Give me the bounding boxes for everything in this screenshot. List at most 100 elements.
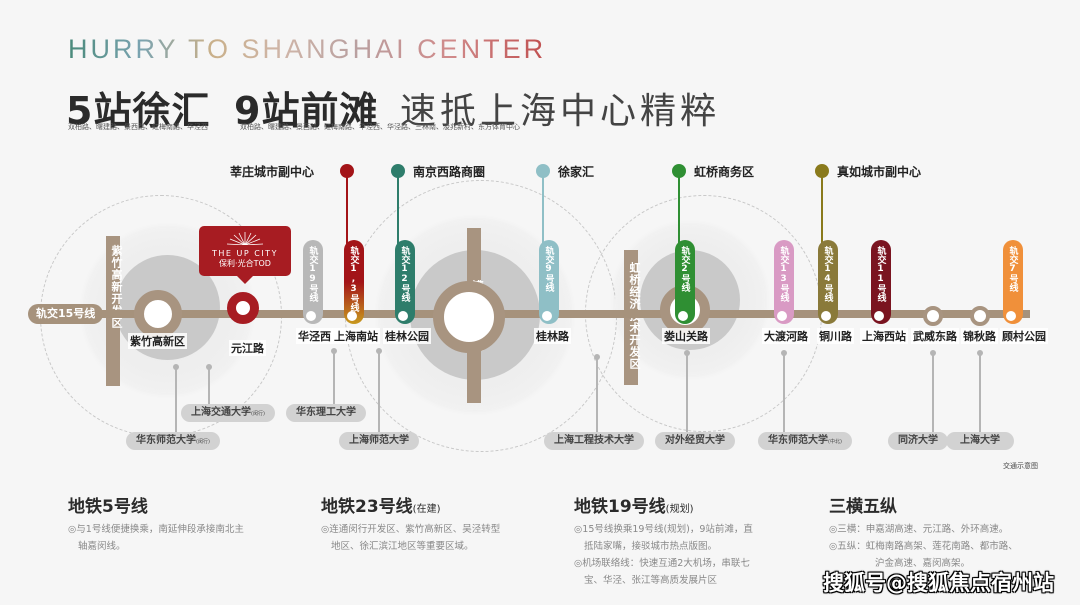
district-label-zhenru: 真如城市副中心 xyxy=(837,165,922,179)
uni-name: 上海师范大学 xyxy=(349,435,409,446)
station-guilinlu: 桂林路 xyxy=(534,328,571,344)
station-shanghaixizhan: 上海西站 xyxy=(860,328,908,344)
district-dot-hongqiao xyxy=(672,164,686,178)
line-15-track xyxy=(30,310,1030,318)
section-title-text: 地铁23号线 xyxy=(321,497,413,517)
section-line: ◎连通闵行开发区、紫竹高新区、吴泾转型 xyxy=(321,524,501,535)
uni-stem xyxy=(781,350,787,432)
section-line: ◎五纵：虹梅南路高架、莲花南路、都市路、 xyxy=(829,541,1018,552)
section-line: ◎机场联络线：快速互通2大机场，串联七 xyxy=(574,558,750,569)
hub-zizhu xyxy=(134,290,182,338)
uni-ecnu-minhang: 华东师范大学(闵行) xyxy=(126,432,220,450)
uni-stem xyxy=(376,348,382,432)
uni-sues: 上海工程技术大学 xyxy=(544,432,644,450)
station-guncungongyuan: 顾村公园 xyxy=(1000,328,1048,344)
station-marker-yuanjiang xyxy=(227,292,259,324)
logo-english: THE UP CITY xyxy=(212,249,278,258)
pill-label: 轨交19号线 xyxy=(307,246,318,302)
district-label-hongqiao: 虹桥商务区 xyxy=(694,165,755,179)
uni-ecust: 华东理工大学 xyxy=(286,404,366,422)
district-label-xinzhuang: 莘庄城市副中心 xyxy=(230,165,315,179)
slogan-qiantan: 9站前滩 xyxy=(234,89,379,133)
section-title-text: 地铁19号线 xyxy=(574,497,666,517)
zone-label-zizhu: 紫竹高新开发区 xyxy=(110,245,123,329)
pill-line-19: 轨交19号线 xyxy=(303,240,323,324)
station-dot-wuweidonglu xyxy=(923,306,943,326)
slogan-center: 速抵上海中心精粹 xyxy=(400,91,721,132)
map-note: 交通示意图 xyxy=(1003,462,1038,470)
district-stem xyxy=(542,176,544,246)
uni-name: 对外经贸大学 xyxy=(665,435,725,446)
pill-line-7: 轨交7号线 xyxy=(1003,240,1023,324)
pill-label: 轨交13号线 xyxy=(778,246,789,302)
sohu-watermark: 搜狐号@搜狐焦点宿州站 xyxy=(823,571,1054,595)
station-dot xyxy=(1006,311,1016,321)
headline-english: HURRY TO SHANGHAI CENTER xyxy=(68,34,547,64)
station-wuweidonglu: 武威东路 xyxy=(911,328,959,344)
district-label-xujiahui: 徐家汇 xyxy=(558,165,595,179)
station-shanghainanzhan: 上海南站 xyxy=(332,328,380,344)
section-line: ◎15号线换乘19号线(规划)，9站前滩，直 xyxy=(574,524,753,535)
uni-stem xyxy=(206,364,212,406)
pill-label: 轨交1,3号线 xyxy=(348,246,359,312)
district-dot-nanjingxilu xyxy=(391,164,405,178)
line-15-label: 轨交15号线 xyxy=(28,304,104,324)
section-title-roads: 三横五纵 xyxy=(829,492,897,517)
pill-label: 轨交9号线 xyxy=(543,246,554,292)
station-dot xyxy=(821,311,831,321)
station-daduhelu: 大渡河路 xyxy=(762,328,810,344)
pill-line-9: 轨交9号线 xyxy=(539,240,559,324)
section-title-line5: 地铁5号线 xyxy=(68,492,148,517)
section-line: 轴嘉闵线。 xyxy=(78,541,126,552)
uni-campus: (闵行) xyxy=(196,439,210,445)
uni-stem xyxy=(930,350,936,432)
uni-ecnu-zhongbei: 华东师范大学(中北) xyxy=(758,432,852,450)
uni-campus: (闵行) xyxy=(251,411,265,417)
uni-name: 华东师范大学 xyxy=(136,435,196,446)
uni-name: 同济大学 xyxy=(898,435,938,446)
the-up-city-logo: THE UP CITY 保利·光合TOD xyxy=(199,226,291,284)
pill-label: 轨交2号线 xyxy=(679,246,690,292)
district-stem xyxy=(821,176,823,246)
pill-line-12: 轨交12号线 xyxy=(395,240,415,324)
hub-caohejing xyxy=(433,281,505,353)
section-body-line5: ◎与1号线便捷换乘，南延伸段承接南北主 轴嘉闵线。 xyxy=(68,521,308,555)
slogan-xuhui: 5站徐汇 xyxy=(66,89,211,133)
district-label-nanjingxilu: 南京西路商圈 xyxy=(413,165,486,179)
uni-stem xyxy=(594,354,600,432)
section-line: 地区、徐汇滨江地区等重要区域。 xyxy=(331,541,474,552)
pill-line-1-3: 轨交1,3号线 xyxy=(344,240,364,324)
section-line: 宝、华泾、张江等高质发展片区 xyxy=(584,575,718,586)
section-line: ◎三横：申嘉湖高速、元江路、外环高速。 xyxy=(829,524,1009,535)
uni-suibe: 对外经贸大学 xyxy=(655,432,735,450)
station-tongchuanlu: 铜川路 xyxy=(817,328,854,344)
station-dot xyxy=(398,311,408,321)
pill-label: 轨交7号线 xyxy=(1007,246,1018,292)
section-title-text: 地铁5号线 xyxy=(68,497,148,517)
section-body-roads: ◎三横：申嘉湖高速、元江路、外环高速。 ◎五纵：虹梅南路高架、莲花南路、都市路、… xyxy=(829,521,1069,572)
station-jinqiulu: 锦秋路 xyxy=(961,328,998,344)
pill-line-2: 轨交2号线 xyxy=(675,240,695,324)
logo-chinese: 保利·光合TOD xyxy=(219,259,271,268)
uni-name: 上海大学 xyxy=(960,435,1000,446)
section-title-line19: 地铁19号线(规划) xyxy=(574,492,693,517)
station-dot xyxy=(306,311,316,321)
section-line: 沪金高速、嘉闵高架。 xyxy=(875,558,971,569)
uni-stem xyxy=(977,350,983,432)
station-loushanguanlu: 娄山关路 xyxy=(662,328,710,344)
caption-xuhui-stations: 双柏路、曙建路、景西路、虹梅南路、华泾西 xyxy=(68,123,208,131)
district-stem xyxy=(346,176,348,246)
pill-line-11: 轨交11号线 xyxy=(871,240,891,324)
district-stem xyxy=(678,176,680,246)
uni-sjtu: 上海交通大学(闵行) xyxy=(181,404,275,422)
section-line: 抵陆家嘴，接驳城市热点版图。 xyxy=(584,541,718,552)
pill-line-14: 轨交14号线 xyxy=(818,240,838,324)
uni-stem xyxy=(173,364,179,433)
district-stem xyxy=(397,176,399,246)
pill-label: 轨交11号线 xyxy=(875,246,886,302)
uni-name: 华东理工大学 xyxy=(296,407,356,418)
pill-label: 轨交14号线 xyxy=(822,246,833,302)
section-tag: (在建) xyxy=(412,504,441,515)
uni-name: 上海工程技术大学 xyxy=(554,435,634,446)
pill-label: 轨交12号线 xyxy=(399,246,410,302)
